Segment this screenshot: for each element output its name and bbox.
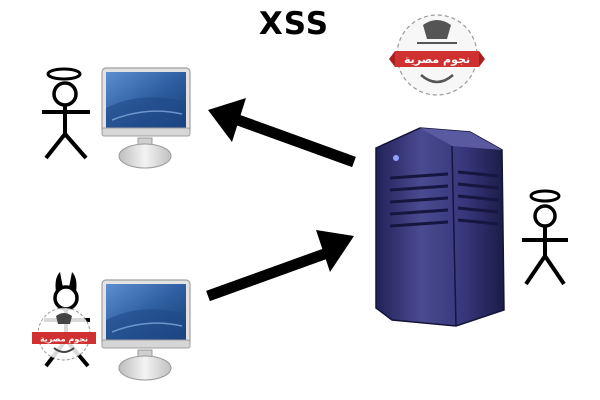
watermark-text-small: نجوم مصرية [40,335,88,344]
good-user-top-left [42,67,90,160]
server-admin-user [522,189,568,286]
arrow-to-top-client [208,98,356,168]
client-computer-top [101,67,191,169]
watermark-badge-small: نجوم مصرية [32,307,96,361]
arrow-to-server [206,230,354,302]
client-computer-bottom [101,279,191,381]
attacker-user-bottom-left: نجوم مصرية [32,272,96,368]
diagram-title: XSS [258,6,330,42]
web-server [375,127,505,327]
halo-icon [46,67,82,81]
halo-icon-admin [529,189,561,203]
watermark-badge-large: نجوم مصرية [389,14,485,96]
watermark-text-large: نجوم مصرية [404,53,470,66]
